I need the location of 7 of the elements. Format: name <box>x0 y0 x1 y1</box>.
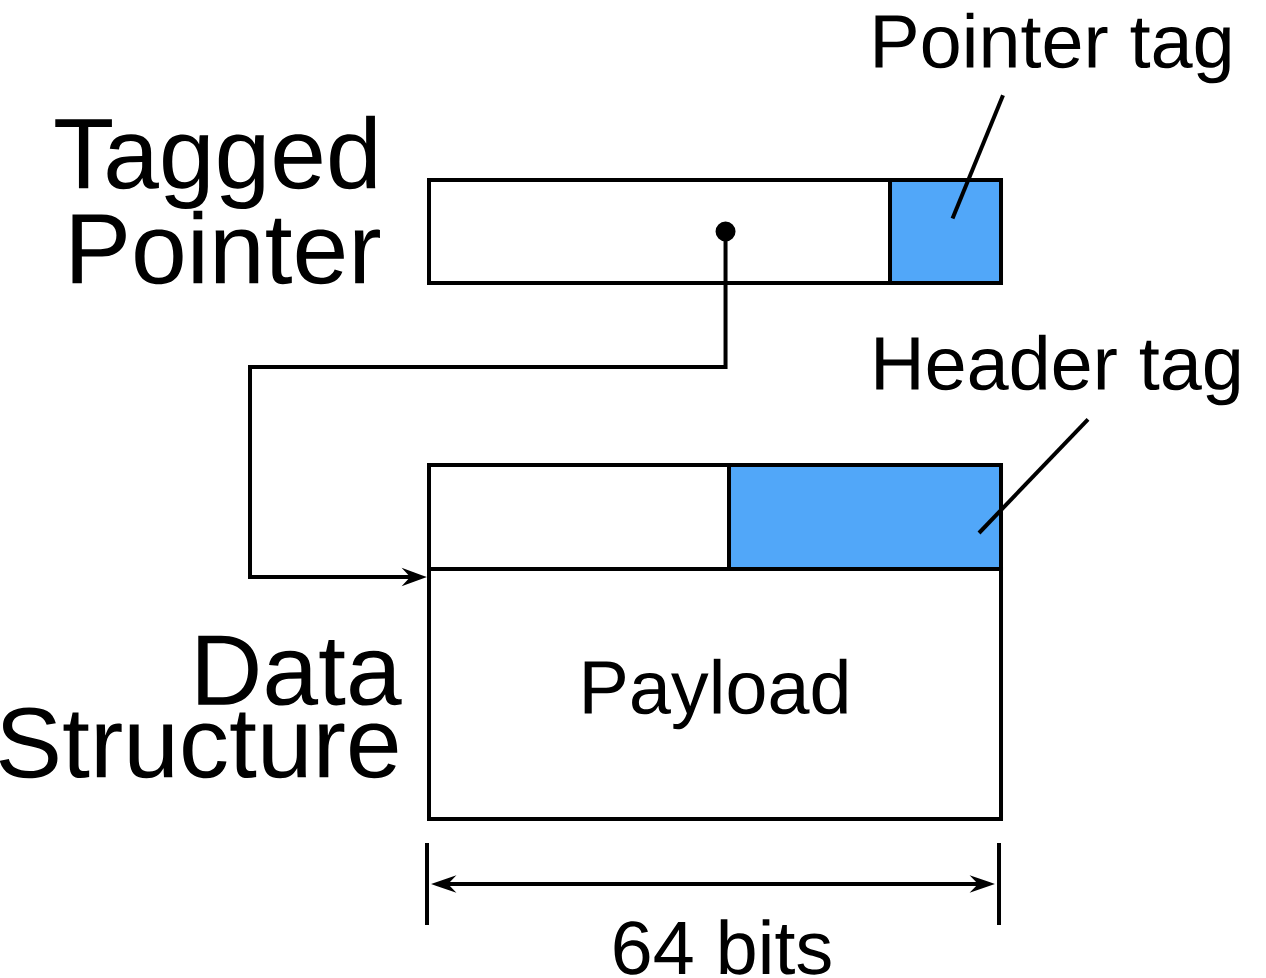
leader-line <box>977 417 1090 535</box>
leader-text: Header tag <box>876 334 1239 406</box>
leader-line <box>950 94 1005 220</box>
leader-text: Pointer tag <box>875 12 1230 84</box>
dimension-label: 64 bits <box>614 919 831 975</box>
pointer-label: Tagged Pointer <box>55 115 380 285</box>
structure-label: Data Structure <box>0 635 402 779</box>
